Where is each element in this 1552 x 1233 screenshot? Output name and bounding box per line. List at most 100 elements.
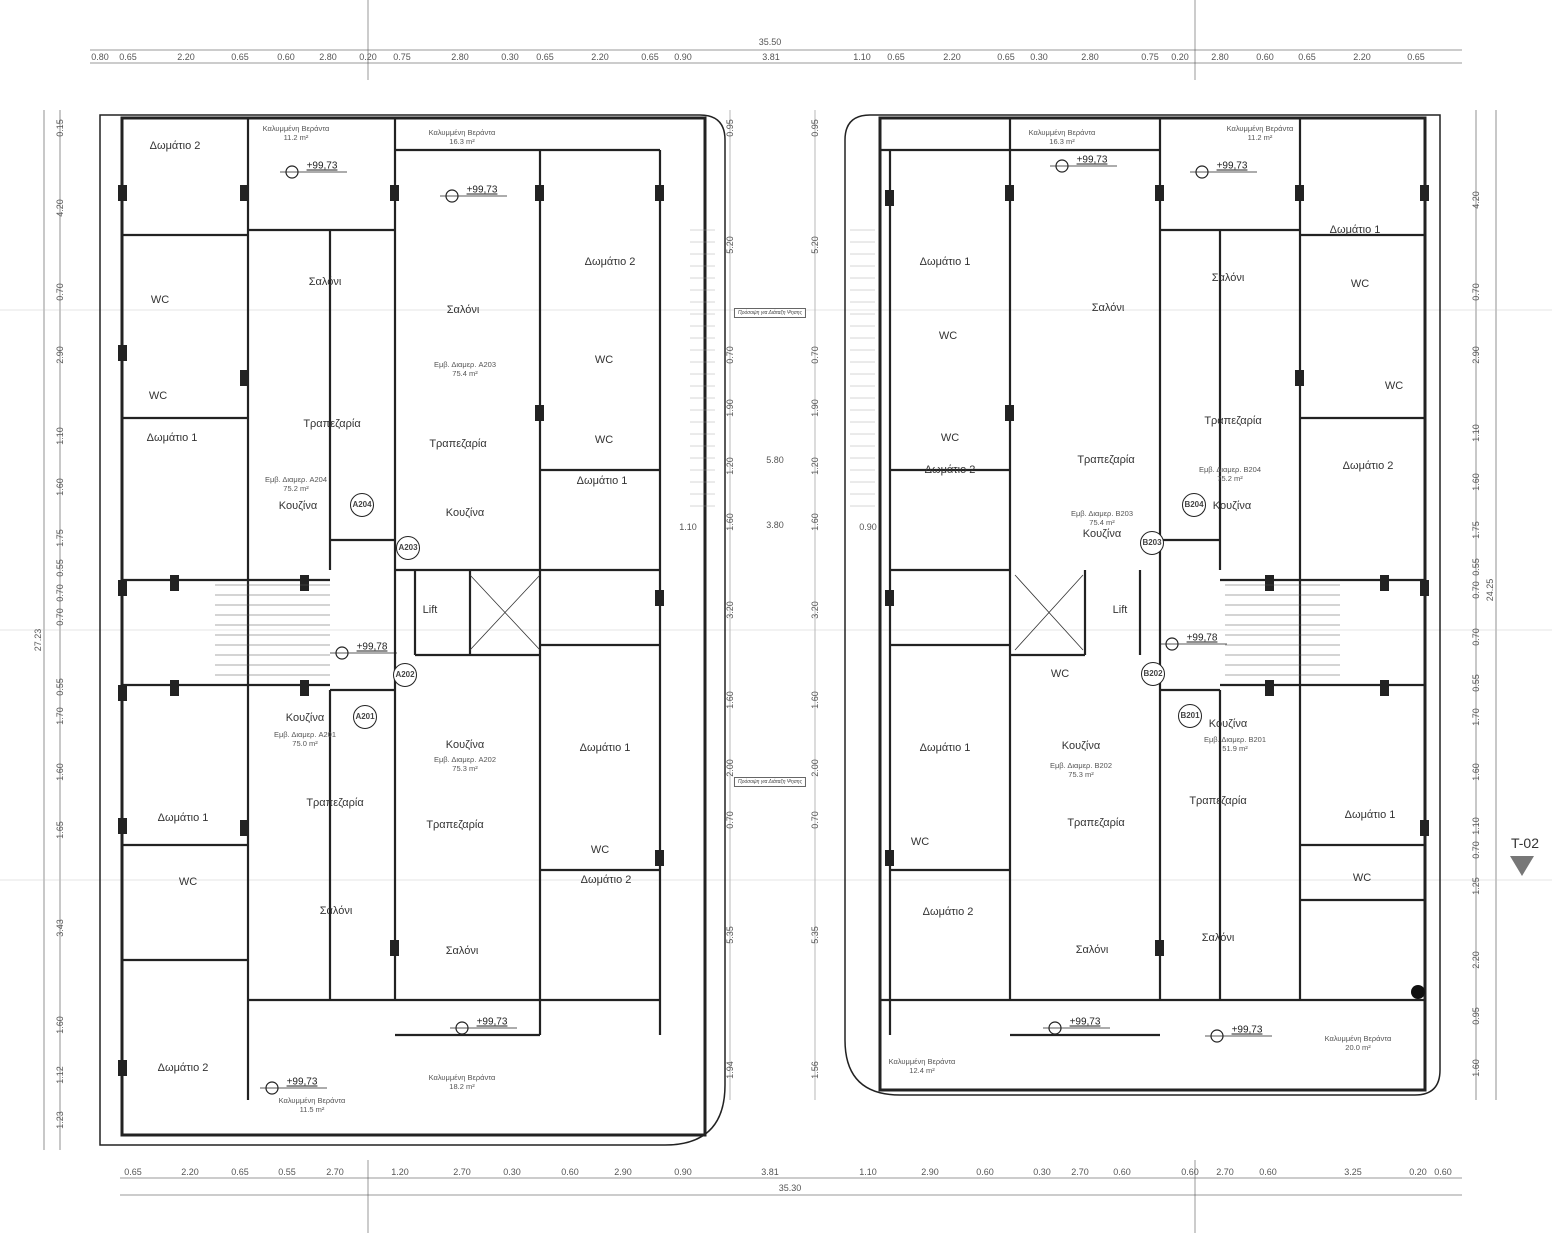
level-mark: +99,73 xyxy=(306,160,338,172)
room-label: Δωμάτιο 2 xyxy=(580,874,632,886)
unit-name: Εμβ. Διαμερ. B204 xyxy=(1198,465,1262,474)
dimension-bottom: 2.70 xyxy=(326,1167,344,1177)
dimension-left: 4.20 xyxy=(55,199,65,217)
room-label: WC xyxy=(938,330,958,342)
dimension-center: 1.60 xyxy=(810,513,820,531)
room-label: Σαλόνι xyxy=(445,945,479,957)
dimension-top: 0.80 xyxy=(91,52,109,62)
unit-door-badge: B201 xyxy=(1178,704,1202,728)
room-label: Τραπεζαρία xyxy=(1067,817,1125,829)
dimension-left: 1.60 xyxy=(55,1016,65,1034)
dimension-center: 1.94 xyxy=(725,1061,735,1079)
dimension-bottom: 2.90 xyxy=(614,1167,632,1177)
dimension-right: 0.70 xyxy=(1471,581,1481,599)
unit-area: 75.3 m² xyxy=(1068,770,1094,779)
column xyxy=(1265,680,1274,696)
column xyxy=(390,185,399,201)
dimension-right: 0.95 xyxy=(1471,1007,1481,1025)
column xyxy=(300,680,309,696)
dimension-top: 0.65 xyxy=(887,52,905,62)
room-label: Δωμάτιο 2 xyxy=(922,906,974,918)
dimension-center: 1.20 xyxy=(725,457,735,475)
dimension-bottom: 0.65 xyxy=(231,1167,249,1177)
level-mark: +99,78 xyxy=(1186,632,1218,644)
unit-door-badge: B204 xyxy=(1182,493,1206,517)
room-label: WC xyxy=(910,836,930,848)
dimension-right: 1.75 xyxy=(1471,521,1481,539)
room-label: WC xyxy=(594,434,614,446)
dimension-center: 0.70 xyxy=(810,811,820,829)
unit-name: Εμβ. Διαμερ. B202 xyxy=(1049,761,1113,770)
dimension-bottom: 2.20 xyxy=(181,1167,199,1177)
dimension-bottom: 2.70 xyxy=(1071,1167,1089,1177)
dimension-center: 5.20 xyxy=(810,236,820,254)
dimension-bottom: 0.30 xyxy=(503,1167,521,1177)
level-mark: +99,73 xyxy=(1231,1024,1263,1036)
dimension-left: 0.70 xyxy=(55,584,65,602)
room-label: Σαλόνι xyxy=(319,905,353,917)
dimension-center: 5.35 xyxy=(725,926,735,944)
dimension-center: 2.00 xyxy=(725,759,735,777)
level-mark: +99,78 xyxy=(356,641,388,653)
unit-door-badge: A202 xyxy=(393,663,417,687)
column xyxy=(885,190,894,206)
dimension-center: 1.60 xyxy=(810,691,820,709)
dimension-left: 1.70 xyxy=(55,707,65,725)
dimension-bottom: 0.55 xyxy=(278,1167,296,1177)
dimension-left: 1.60 xyxy=(55,478,65,496)
dimension-right: 0.70 xyxy=(1471,841,1481,859)
level-mark: +99,73 xyxy=(476,1016,508,1028)
column xyxy=(240,185,249,201)
dimension-right-overall: 24.25 xyxy=(1485,578,1495,602)
column xyxy=(1005,185,1014,201)
room-label: WC xyxy=(1352,872,1372,884)
dimension-right: 0.70 xyxy=(1471,628,1481,646)
unit-door-badge: B202 xyxy=(1141,662,1165,686)
column xyxy=(1420,580,1429,596)
unit-area: 75.2 m² xyxy=(283,484,309,493)
dimension-right: 0.55 xyxy=(1471,674,1481,692)
dimension-left: 0.15 xyxy=(55,119,65,137)
room-label: Σαλόνι xyxy=(1211,272,1245,284)
column-round xyxy=(1411,985,1425,999)
room-label: Κουζίνα xyxy=(445,507,485,519)
column xyxy=(118,1060,127,1076)
dimension-left: 0.55 xyxy=(55,678,65,696)
dimension-right: 1.25 xyxy=(1471,877,1481,895)
room-label: Σαλόνι xyxy=(1075,944,1109,956)
veranda-area: 16.3 m² xyxy=(449,137,475,146)
room-label: Κουζίνα xyxy=(1082,528,1122,540)
dimension-center: 1.90 xyxy=(725,399,735,417)
level-mark: +99,73 xyxy=(466,184,498,196)
dimension-top: 0.75 xyxy=(393,52,411,62)
column xyxy=(1295,370,1304,386)
room-label: Τραπεζαρία xyxy=(1189,795,1247,807)
room-label: Τραπεζαρία xyxy=(306,797,364,809)
lift-shaft-cross xyxy=(469,574,541,651)
dimension-right: 0.70 xyxy=(1471,283,1481,301)
column xyxy=(1155,940,1164,956)
dimension-top: 0.65 xyxy=(1298,52,1316,62)
room-label: Κουζίνα xyxy=(1212,500,1252,512)
dimension-right: 1.60 xyxy=(1471,473,1481,491)
dimension-center: 3.20 xyxy=(725,601,735,619)
column xyxy=(118,185,127,201)
room-label: Lift xyxy=(1112,604,1128,616)
room-label: Τραπεζαρία xyxy=(303,418,361,430)
room-label: Δωμάτιο 2 xyxy=(924,464,976,476)
unit-door-badge: A201 xyxy=(353,705,377,729)
dimension-center: 1.56 xyxy=(810,1061,820,1079)
column xyxy=(655,185,664,201)
room-label: Τραπεζαρία xyxy=(426,819,484,831)
column xyxy=(885,850,894,866)
dimension-bottom: 1.10 xyxy=(859,1167,877,1177)
